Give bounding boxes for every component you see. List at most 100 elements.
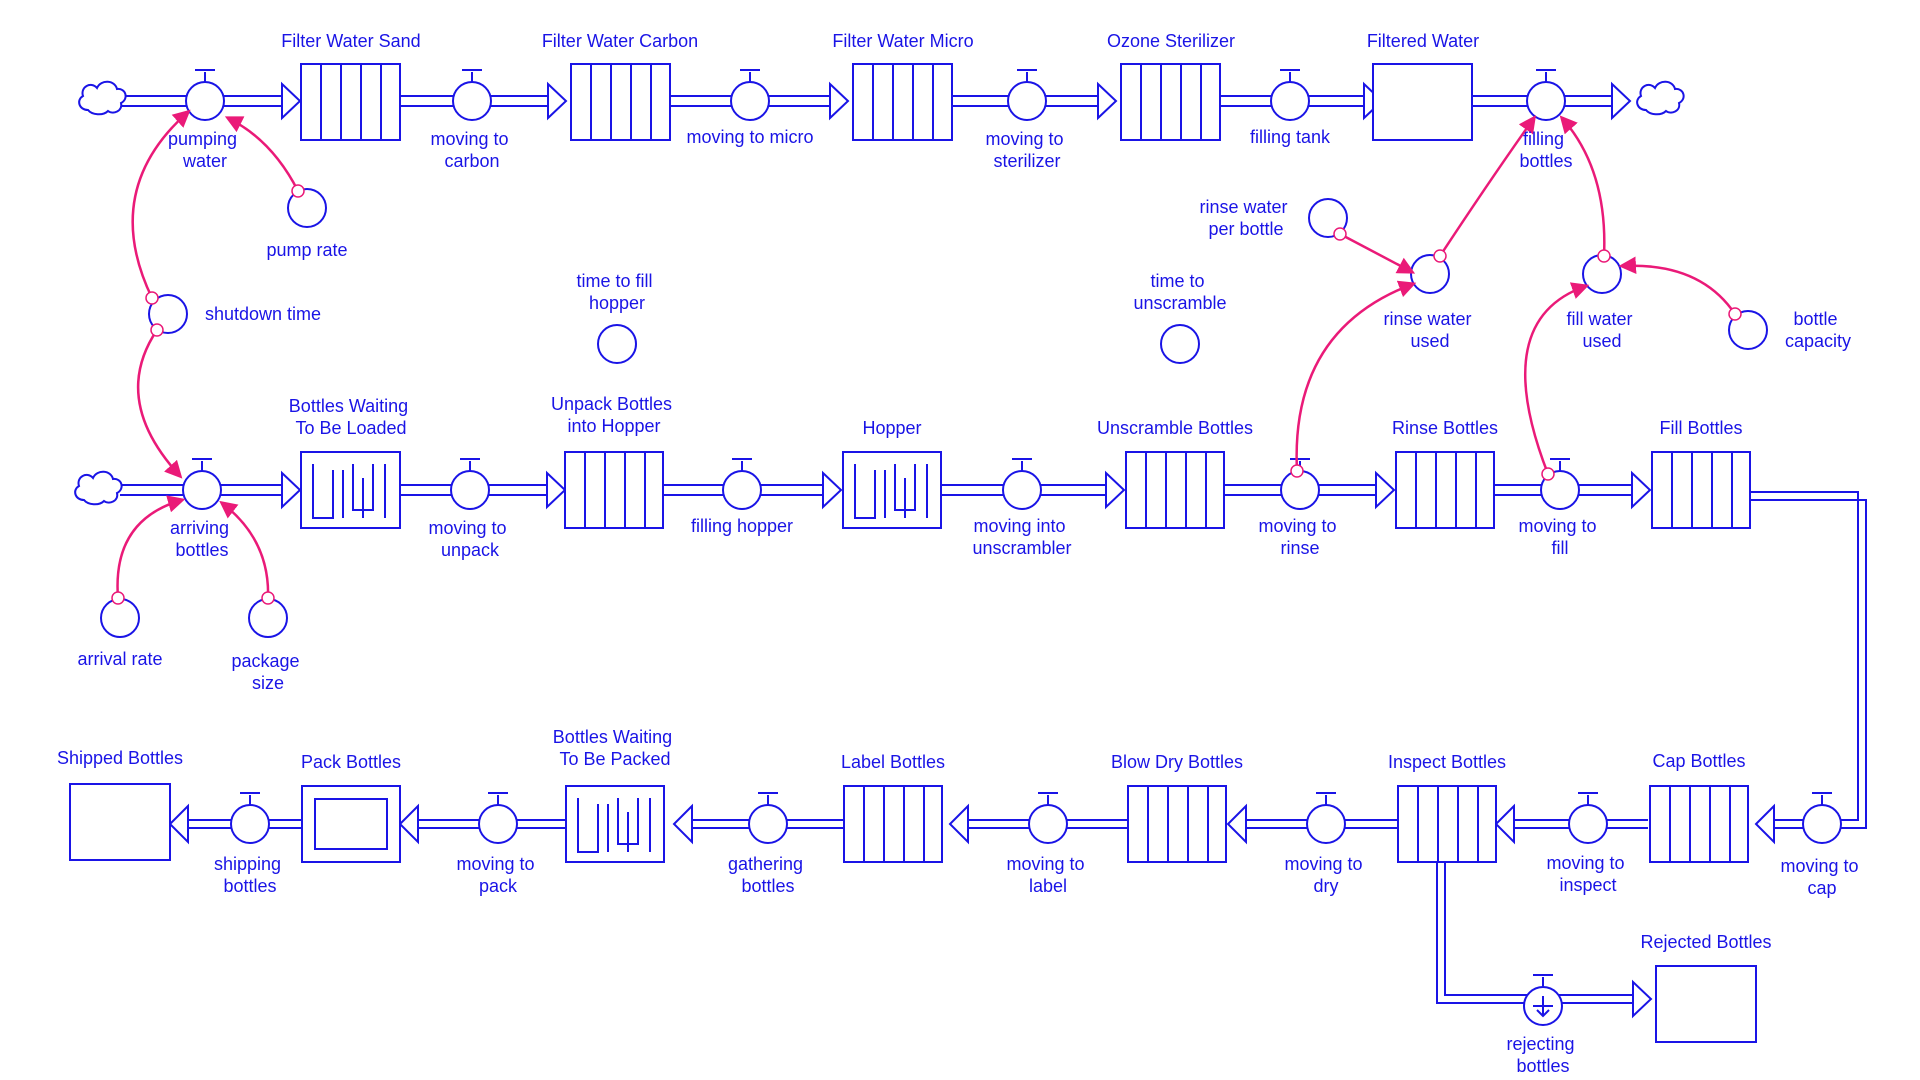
label-fill-bottles: Fill Bottles (1659, 418, 1742, 438)
valve-pumping-water[interactable] (185, 69, 225, 121)
label-fill-water-used: fill water used (1566, 309, 1637, 351)
valve-moving-to-unpack[interactable] (450, 458, 490, 510)
label-filtered-water: Filtered Water (1367, 31, 1479, 51)
valve-moving-to-label[interactable] (1028, 792, 1068, 844)
label-arriving-bottles: arriving bottles (170, 518, 234, 560)
valve-filling-bottles[interactable] (1526, 69, 1566, 121)
label-filling-tank: filling tank (1250, 127, 1331, 147)
valve-moving-to-carbon[interactable] (452, 69, 492, 121)
label-shutdown-time: shutdown time (205, 304, 321, 324)
label-filling-hopper: filling hopper (691, 516, 793, 536)
stock-unpack-bottles[interactable] (564, 451, 664, 529)
label-bottle-capacity: bottle capacity (1785, 309, 1851, 351)
label-rejected-bottles: Rejected Bottles (1640, 932, 1771, 952)
cloud-sink-icon (1636, 80, 1685, 116)
converter-bottle-capacity[interactable] (1728, 310, 1768, 350)
label-filter-water-micro: Filter Water Micro (832, 31, 973, 51)
label-filter-water-carbon: Filter Water Carbon (542, 31, 698, 51)
label-bottles-waiting-packed: Bottles Waiting To Be Packed (553, 727, 677, 769)
valve-moving-into-unscrambler[interactable] (1002, 458, 1042, 510)
stock-unscramble-bottles[interactable] (1125, 451, 1225, 529)
converter-pump-rate[interactable] (287, 188, 327, 228)
stock-rinse-bottles[interactable] (1395, 451, 1495, 529)
label-hopper: Hopper (862, 418, 921, 438)
valve-gathering-bottles[interactable] (748, 792, 788, 844)
label-bottles-waiting-loaded: Bottles Waiting To Be Loaded (289, 396, 413, 438)
stock-filtered-water[interactable] (1372, 63, 1473, 141)
stock-shipped-bottles[interactable] (69, 783, 171, 861)
stock-fill-bottles[interactable] (1651, 451, 1751, 529)
label-moving-to-dry: moving to dry (1284, 854, 1367, 896)
stock-ozone-sterilizer[interactable] (1120, 63, 1221, 141)
converter-arrival-rate[interactable] (100, 598, 140, 638)
valve-moving-to-dry[interactable] (1306, 792, 1346, 844)
label-rinse-water-used: rinse water used (1383, 309, 1476, 351)
label-time-to-unscramble: time to unscramble (1133, 271, 1226, 313)
label-moving-to-inspect: moving to inspect (1546, 853, 1629, 895)
valve-arriving-bottles[interactable] (182, 458, 222, 510)
pipe-moving-to-cap (1750, 491, 1867, 845)
converter-rinse-water-per-bottle[interactable] (1308, 198, 1348, 238)
label-rinse-bottles: Rinse Bottles (1392, 418, 1498, 438)
stock-pack-bottles[interactable] (301, 785, 401, 863)
converter-time-to-unscramble[interactable] (1160, 324, 1200, 364)
stock-blow-dry-bottles[interactable] (1127, 785, 1227, 863)
label-pump-rate: pump rate (266, 240, 347, 260)
connector-package-size-to-arriving (219, 500, 270, 599)
valve-moving-to-cap[interactable] (1802, 792, 1842, 844)
connector-pump-rate-to-pumping (224, 116, 300, 192)
stock-filter-water-carbon[interactable] (570, 63, 671, 141)
valve-moving-to-inspect[interactable] (1568, 792, 1608, 844)
stock-bottles-waiting-packed[interactable] (565, 785, 665, 863)
valve-shipping-bottles[interactable] (230, 792, 270, 844)
label-moving-to-pack: moving to pack (456, 854, 539, 896)
cloud-source-icon (78, 80, 127, 116)
label-rinse-water-per-bottle: rinse water per bottle (1199, 197, 1292, 239)
label-ozone-sterilizer: Ozone Sterilizer (1107, 31, 1235, 51)
stock-inspect-bottles[interactable] (1397, 785, 1497, 863)
label-pack-bottles: Pack Bottles (301, 752, 401, 772)
connector-shutdown-to-arriving (136, 329, 183, 479)
stock-label-bottles[interactable] (843, 785, 943, 863)
stock-rejected-bottles[interactable] (1655, 965, 1757, 1043)
label-label-bottles: Label Bottles (841, 752, 945, 772)
connector-arrival-rate-to-arriving (116, 495, 186, 599)
label-moving-to-unpack: moving to unpack (428, 518, 511, 560)
label-gathering-bottles: gathering bottles (728, 854, 808, 896)
label-moving-to-label: moving to label (1006, 854, 1089, 896)
converter-rinse-water-used[interactable] (1410, 254, 1450, 294)
label-package-size: package size (231, 651, 304, 693)
connector-rinse-used-to-filling-bottles (1438, 115, 1537, 257)
stock-bottles-waiting-loaded[interactable] (300, 451, 401, 529)
label-moving-into-unscrambler: moving into unscrambler (972, 516, 1071, 558)
stock-filter-water-sand[interactable] (300, 63, 401, 141)
stock-filter-water-micro[interactable] (852, 63, 953, 141)
label-moving-to-cap: moving to cap (1780, 856, 1863, 898)
connector-rinse-per-bottle-to-used (1339, 232, 1416, 274)
label-rejecting-bottles: rejecting bottles (1506, 1034, 1579, 1076)
valve-filling-hopper[interactable] (722, 458, 762, 510)
converter-time-to-fill-hopper[interactable] (597, 324, 637, 364)
valve-rejecting-bottles[interactable] (1523, 974, 1563, 1026)
valve-moving-to-sterilizer[interactable] (1007, 69, 1047, 121)
label-moving-to-carbon: moving to carbon (430, 129, 513, 171)
label-moving-to-micro: moving to micro (686, 127, 813, 147)
label-moving-to-fill: moving to fill (1518, 516, 1601, 558)
pipe-rejecting-bottles (1436, 862, 1653, 1019)
valve-moving-to-pack[interactable] (478, 792, 518, 844)
label-inspect-bottles: Inspect Bottles (1388, 752, 1506, 772)
connector-bottle-capacity-to-fill-used (1618, 256, 1737, 315)
stock-cap-bottles[interactable] (1649, 785, 1749, 863)
valve-filling-tank[interactable] (1270, 69, 1310, 121)
stock-hopper[interactable] (842, 451, 942, 529)
connector-moving-to-fill-to-used (1523, 282, 1590, 475)
label-unscramble-bottles: Unscramble Bottles (1097, 418, 1253, 438)
valve-moving-to-fill[interactable] (1540, 458, 1580, 510)
label-moving-to-rinse: moving to rinse (1258, 516, 1341, 558)
label-pumping-water: pumping water (168, 129, 242, 171)
connector-fill-used-to-filling-bottles (1559, 115, 1606, 257)
valve-moving-to-micro[interactable] (730, 69, 770, 121)
connector-shutdown-to-pumping (131, 109, 191, 299)
label-time-to-fill-hopper: time to fill hopper (576, 271, 657, 313)
